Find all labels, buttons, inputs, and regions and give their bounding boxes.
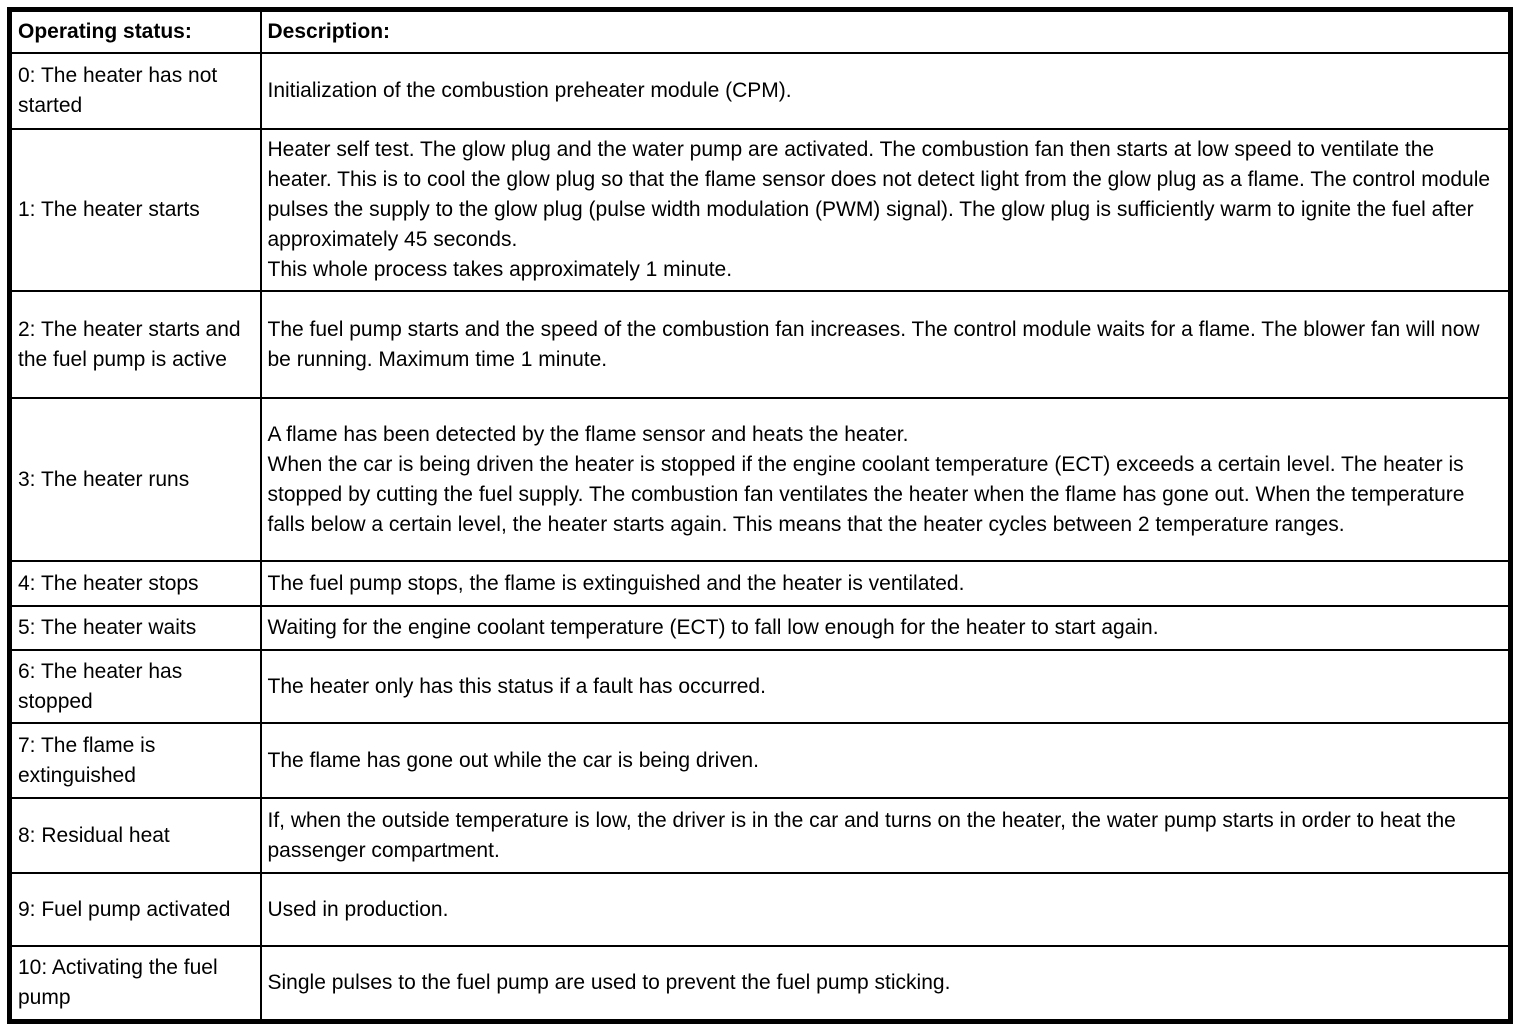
status-cell: 8: Residual heat: [8, 797, 262, 874]
header-row: Operating status: Description:: [8, 8, 1512, 54]
description-cell: Heater self test. The glow plug and the …: [259, 128, 1512, 292]
page: Operating status: Description: 0: The he…: [7, 7, 1513, 1024]
description-cell: Waiting for the engine coolant temperatu…: [259, 605, 1512, 651]
description-cell: If, when the outside temperature is low,…: [259, 797, 1512, 874]
description-cell: A flame has been detected by the flame s…: [259, 397, 1512, 562]
description-column-header: Description:: [259, 8, 1512, 54]
status-cell: 4: The heater stops: [8, 560, 262, 607]
status-cell: 1: The heater starts: [8, 128, 262, 292]
status-cell: 5: The heater waits: [8, 605, 262, 651]
description-cell: Used in production.: [259, 872, 1512, 947]
status-cell: 10: Activating the fuel pump: [8, 945, 262, 1023]
description-cell: Initialization of the combustion preheat…: [259, 52, 1512, 130]
status-cell: 6: The heater has stopped: [8, 649, 262, 724]
description-cell: The heater only has this status if a fau…: [259, 649, 1512, 724]
status-cell: 9: Fuel pump activated: [8, 872, 262, 947]
status-cell: 2: The heater starts and the fuel pump i…: [8, 290, 262, 399]
status-cell: 0: The heater has not started: [8, 52, 262, 130]
status-column-header: Operating status:: [8, 8, 262, 54]
description-cell: The fuel pump starts and the speed of th…: [259, 290, 1512, 399]
table-row: 2: The heater starts and the fuel pump i…: [8, 290, 1512, 399]
operating-status-table: Operating status: Description: 0: The he…: [7, 7, 1513, 1024]
description-cell: Single pulses to the fuel pump are used …: [259, 945, 1512, 1023]
description-cell: The fuel pump stops, the flame is exting…: [259, 560, 1512, 607]
status-cell: 3: The heater runs: [8, 397, 262, 562]
description-cell: The flame has gone out while the car is …: [259, 722, 1512, 799]
status-cell: 7: The flame is extinguished: [8, 722, 262, 799]
